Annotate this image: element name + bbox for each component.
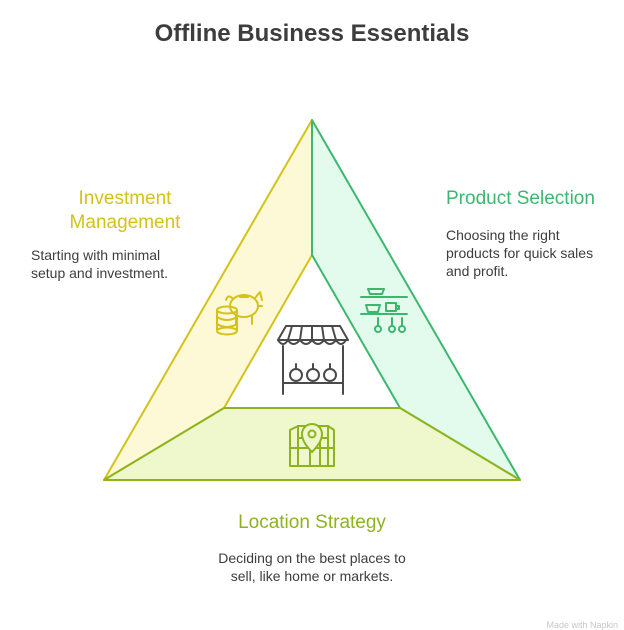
page-title: Offline Business Essentials [154, 20, 470, 47]
map-pin-icon [289, 423, 335, 467]
shelf-with-products-icon [360, 288, 408, 333]
market-stall-icon [277, 325, 349, 395]
product-selection-heading: Product Selection [446, 188, 595, 209]
location-strategy-heading: Location Strategy [238, 512, 386, 533]
product-selection-description: Choosing the right products for quick sa… [446, 227, 594, 279]
investment-management-heading: Investment Management [69, 188, 181, 233]
location-strategy-description: Deciding on the best places to sell, lik… [218, 550, 406, 584]
footer-watermark: Made with Napkin [546, 620, 618, 630]
coin-stack-icon [216, 305, 238, 336]
investment-management-description: Starting with minimal setup and investme… [31, 247, 168, 281]
